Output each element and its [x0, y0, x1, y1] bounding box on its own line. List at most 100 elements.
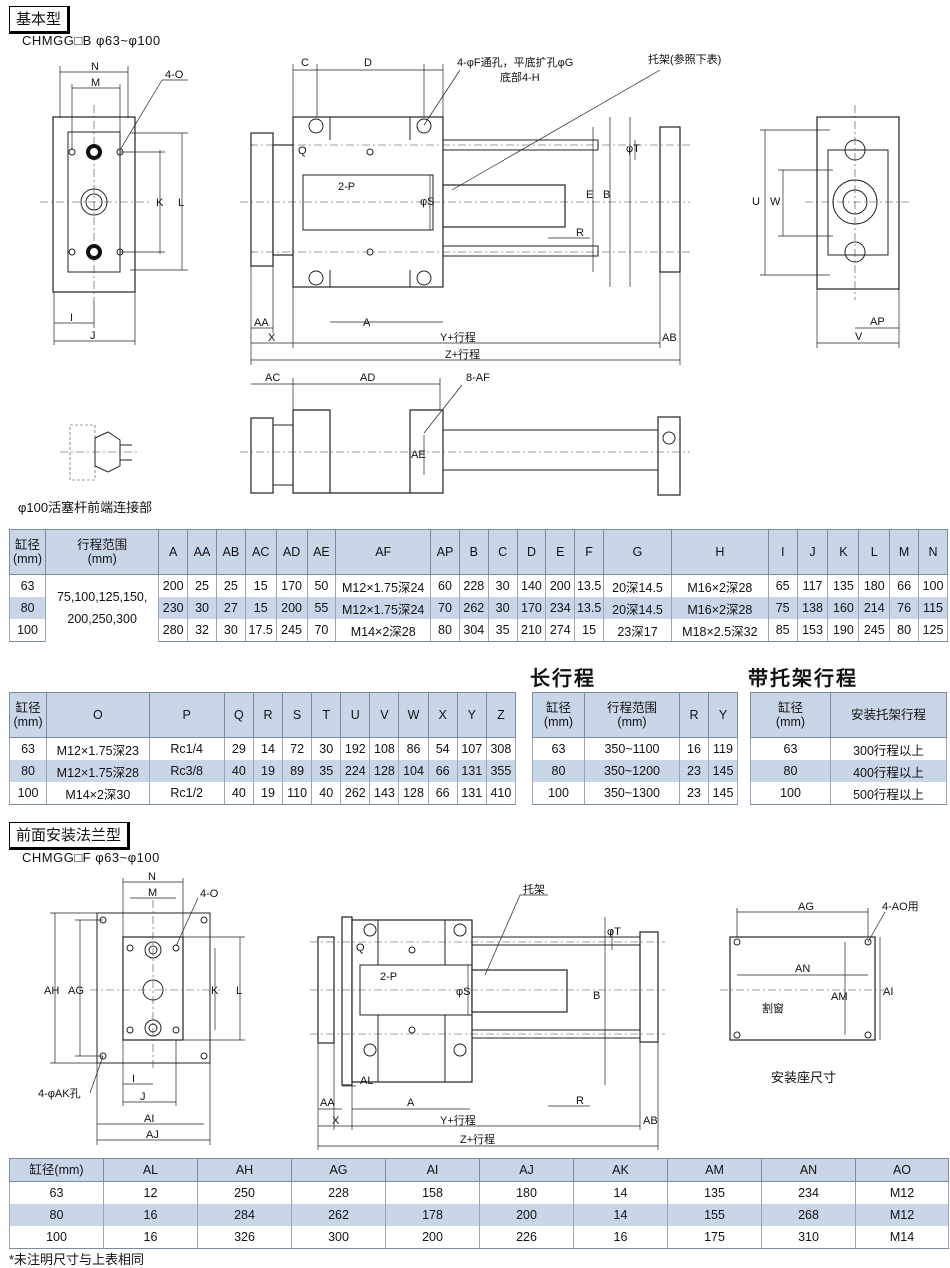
label-AN: AN — [795, 963, 810, 975]
table-header-cell: 行程范围 (mm) — [584, 692, 680, 738]
table-cell: 308 — [485, 737, 517, 760]
label-AB: AB — [643, 1115, 658, 1127]
table-cell: 107 — [456, 737, 487, 760]
label-4-O: 4-O — [200, 888, 219, 900]
table-cell: 100 — [9, 1226, 104, 1249]
label-2-P: 2-P — [380, 971, 397, 983]
label-C: C — [301, 57, 309, 69]
table-header-cell: Y — [708, 692, 738, 738]
table-header-cell: V — [369, 692, 400, 738]
table-cell: 110 — [282, 782, 313, 805]
table-header-cell: U — [340, 692, 371, 738]
table-cell: 100 — [532, 782, 585, 805]
table-header-cell: AI — [385, 1158, 480, 1182]
table-cell: 75 — [767, 597, 798, 619]
table-cell: 200 — [275, 597, 308, 619]
table-cell: 300 — [291, 1226, 386, 1249]
table-cell: 30 — [311, 737, 342, 760]
table-cell: 100 — [8, 782, 48, 805]
table-cell: Rc1/4 — [148, 737, 225, 760]
table-cell: 23 — [679, 760, 709, 782]
table-cell: 117 — [796, 574, 829, 597]
table-cell: 210 — [516, 619, 547, 642]
label-N: N — [91, 61, 99, 73]
table-cell: 140 — [516, 574, 547, 597]
table-header-cell: 缸径 (mm) — [8, 692, 48, 738]
label-J: J — [140, 1091, 146, 1103]
label-4-AK: 4-φAK孔 — [38, 1087, 81, 1100]
drawing-basic-end-view: U W AP V — [752, 105, 910, 348]
table-cell: 131 — [456, 782, 487, 805]
label-W: W — [770, 196, 781, 208]
label-T: φT — [626, 143, 640, 155]
table-cell: 230 — [158, 597, 189, 619]
label-A: A — [407, 1097, 415, 1109]
table-cell: 355 — [485, 760, 517, 782]
table-header-cell: AO — [855, 1158, 949, 1182]
table-header-cell: AD — [275, 529, 308, 575]
label-R: R — [576, 1095, 584, 1107]
table-cell: M14×2深30 — [46, 782, 150, 805]
table-cell: 350~1200 — [584, 760, 680, 782]
stroke-range-line: 200,250,300 — [67, 612, 137, 627]
table-cell: 284 — [197, 1204, 292, 1226]
table-header-cell: B — [458, 529, 489, 575]
table-cell: 226 — [479, 1226, 574, 1249]
table-cell: 86 — [398, 737, 429, 760]
section-title-basic: 基本型 — [9, 6, 71, 34]
table-cell: 214 — [858, 597, 891, 619]
table-cell: 35 — [487, 619, 518, 642]
table-cell: 128 — [369, 760, 400, 782]
table-header-cell: AK — [573, 1158, 668, 1182]
table-cell: 158 — [385, 1181, 480, 1204]
table-header-cell: A — [158, 529, 189, 575]
table-header-cell: S — [282, 692, 313, 738]
table-header-cell: 缸径(mm) — [9, 1158, 104, 1182]
table-header-cell: AL — [103, 1158, 198, 1182]
table-cell: 23 — [679, 782, 709, 805]
table-cell: 66 — [427, 760, 458, 782]
table-header-cell: H — [670, 529, 769, 575]
table-cell: M16×2深28 — [670, 597, 769, 619]
table-cell: 100 — [8, 619, 47, 642]
table-cell: 100 — [918, 574, 948, 597]
table-cell: 170 — [275, 574, 308, 597]
table-cell: 138 — [796, 597, 829, 619]
table-cell: 180 — [858, 574, 891, 597]
table-header-cell: J — [796, 529, 829, 575]
table-header-cell: R — [679, 692, 709, 738]
table-cell: 300行程以上 — [830, 737, 947, 760]
table-cell: 104 — [398, 760, 429, 782]
label-Q: Q — [356, 942, 365, 954]
label-Z: Z+行程 — [445, 348, 480, 361]
table-cell: 350~1300 — [584, 782, 680, 805]
table-header-cell: AP — [430, 529, 460, 575]
table-cell: 262 — [291, 1204, 386, 1226]
table-cell: 160 — [827, 597, 860, 619]
label-R: R — [576, 227, 584, 239]
table-cell: 268 — [761, 1204, 856, 1226]
table-header-cell: N — [918, 529, 948, 575]
table-cell: 20深14.5 — [603, 597, 672, 619]
table-header-cell: K — [827, 529, 860, 575]
table-cell: 80 — [532, 760, 585, 782]
table-cell: 180 — [479, 1181, 574, 1204]
table-cell: 125 — [918, 619, 948, 642]
label-J: J — [90, 330, 96, 342]
table-cell: 15 — [244, 574, 277, 597]
table-cell: 16 — [103, 1204, 198, 1226]
table-cell: M12×1.75深24 — [335, 574, 432, 597]
table-header-cell: 缸径 (mm) — [532, 692, 585, 738]
footnote: *未注明尺寸与上表相同 — [9, 1252, 145, 1267]
table-header-cell: Q — [223, 692, 254, 738]
table-cell: 30 — [187, 597, 217, 619]
label-AI: AI — [883, 986, 893, 998]
label-X: X — [268, 332, 276, 344]
drawing-basic-bottom-view: AC AD 8-AF AE — [60, 372, 690, 496]
